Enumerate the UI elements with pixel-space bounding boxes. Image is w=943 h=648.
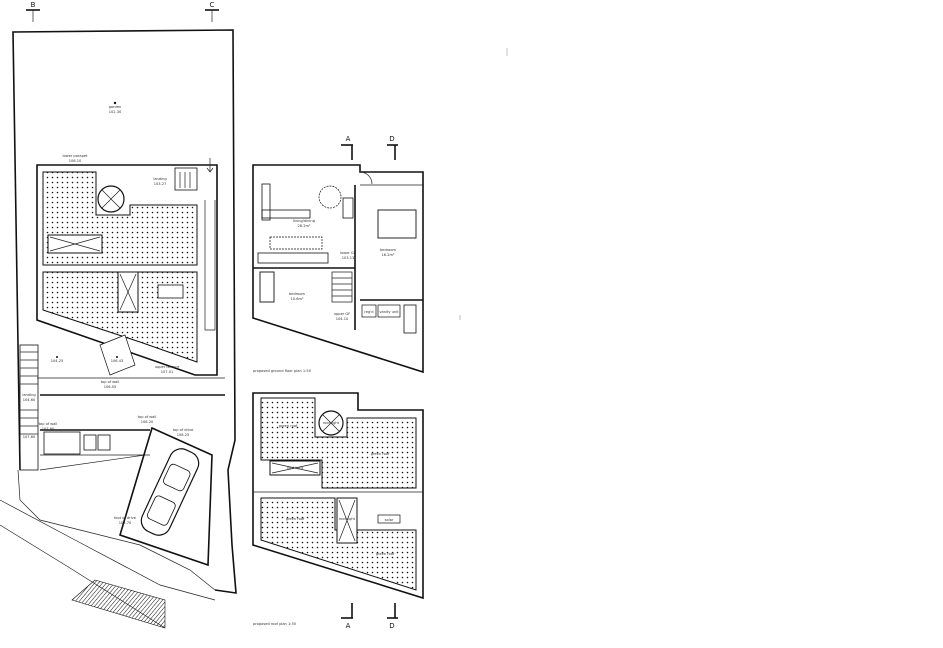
wc-label: reg'd <box>364 310 373 314</box>
upper-terrace-label: upper terrace <box>155 365 180 369</box>
green-roof-4-label: green roof <box>376 552 395 556</box>
foot-of-drive-level: 105.70 <box>119 521 132 525</box>
roof-light-3-label: roof light <box>339 517 356 521</box>
svg-text:B: B <box>31 1 36 9</box>
top-of-wall-1-level: 106.55 <box>104 385 117 389</box>
spot-level-left: 104.25 <box>51 359 64 363</box>
upper-gf-label: upper GF <box>334 312 351 316</box>
bedroom-2-area: 10.6m² <box>291 297 305 301</box>
sofa-icon <box>261 183 311 221</box>
dining-table-icon <box>318 185 342 209</box>
solar-label: solar <box>385 518 394 522</box>
bedroom-2-label: bedroom <box>289 292 306 296</box>
top-of-wall-1-label: top of wall <box>101 380 120 384</box>
top-of-drive-level: 108.25 <box>177 433 190 437</box>
upper-terrace-level: 107.01 <box>161 370 174 374</box>
stairs-gf <box>331 271 353 303</box>
landing-upper-label: landing <box>153 177 166 181</box>
road-hatch <box>71 579 166 629</box>
green-roof-1-label: green roof <box>279 424 298 428</box>
landing-lower-label: landing <box>22 393 35 397</box>
section-marker-a-bottom: A <box>341 603 353 630</box>
roof-light-2-label: roof light <box>287 466 304 470</box>
living-dining-label: living/dining <box>293 219 315 223</box>
top-of-wall-2-label: top of wall <box>39 422 58 426</box>
foot-of-drive-label: foot of drive <box>114 516 137 520</box>
top-of-wall-2-level: 107.60 <box>42 427 55 431</box>
garden-label: garden <box>109 105 122 109</box>
landing-lower-level: 104.60 <box>23 398 36 402</box>
ground-floor-plan-title: proposed ground floor plan 1:50 <box>253 369 312 373</box>
svg-text:A: A <box>346 622 351 630</box>
roof-plan: green roof green roof green roof green r… <box>252 392 424 626</box>
garden-level: 102.30 <box>109 110 122 114</box>
roof-plan-title: proposed roof plan 1:50 <box>253 622 297 626</box>
top-of-wall-3-label: top of wall <box>138 415 157 419</box>
living-dining-area: 28.2m² <box>298 224 312 228</box>
lower-parapet-label: lower parapet <box>62 154 88 158</box>
spot-level-box: 106.43 <box>111 359 124 363</box>
svg-text:A: A <box>346 135 351 143</box>
svg-text:D: D <box>389 622 394 630</box>
section-marker-c: C <box>205 1 219 22</box>
upper-gf-level: 104.10 <box>336 317 349 321</box>
section-marker-d-top: D <box>387 135 398 160</box>
lower-gf-level: 103.13 <box>342 256 355 260</box>
section-marker-a-top: A <box>341 135 353 160</box>
bins-storage <box>43 431 111 455</box>
ground-floor-plan: living/dining 28.2m² bedroom 16.2m² bedr… <box>252 164 424 374</box>
site-boundary <box>12 29 237 594</box>
green-roof-2-label: green roof <box>371 452 390 456</box>
green-roof-3-label: green roof <box>286 517 305 521</box>
roof-light-1-label: roof light <box>323 421 340 425</box>
top-of-drive-label: top of drive <box>173 428 195 432</box>
bed-icon <box>259 209 417 303</box>
bedroom-1-area: 16.2m² <box>382 253 396 257</box>
spot-level-small: 107.60 <box>23 435 36 439</box>
bedroom-1-label: bedroom <box>380 248 397 252</box>
stairs-upper <box>179 172 191 188</box>
vanity-unit-label: vanity unit <box>379 310 399 314</box>
section-marker-d-bottom: D <box>387 603 398 630</box>
section-marker-b: B <box>26 1 40 22</box>
svg-text:D: D <box>389 135 394 143</box>
lower-gf-label: lower GF <box>340 251 356 255</box>
svg-text:C: C <box>210 1 215 9</box>
site-plan: garden 102.30 lower parapet 106.10 landi… <box>0 29 237 629</box>
external-stairs <box>19 344 39 471</box>
landing-upper-level: 103.27 <box>154 182 167 186</box>
lower-parapet-level: 106.10 <box>69 159 82 163</box>
car-icon <box>140 448 200 536</box>
top-of-wall-3-level: 108.20 <box>141 420 154 424</box>
